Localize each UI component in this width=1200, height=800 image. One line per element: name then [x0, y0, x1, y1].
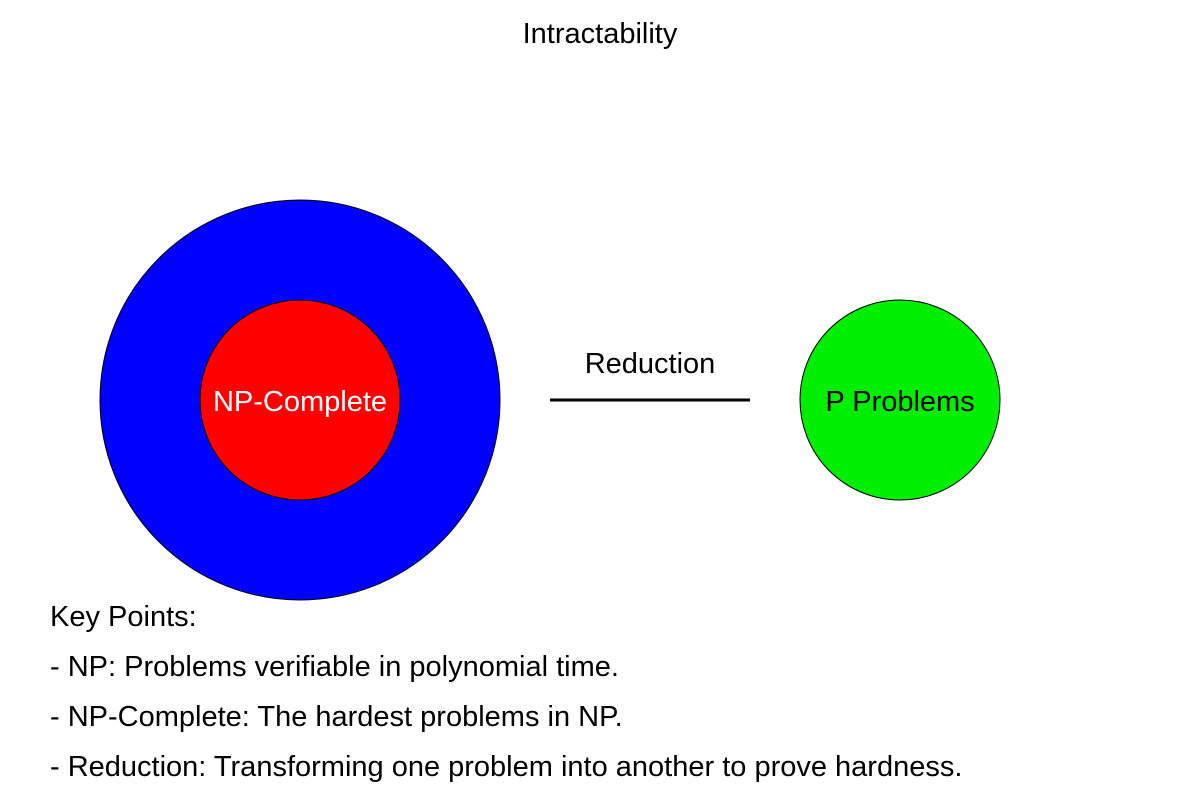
- reduction-label: Reduction: [585, 348, 716, 380]
- key-points: Key Points: - NP: Problems verifiable in…: [50, 592, 1170, 792]
- key-point-np: - NP: Problems verifiable in polynomial …: [50, 651, 619, 683]
- p-problems-circle: [799, 299, 1001, 501]
- np-complete-label: NP-Complete: [213, 386, 387, 418]
- key-point-reduction: - Reduction: Transforming one problem in…: [50, 751, 963, 783]
- key-point-np-complete: - NP-Complete: The hardest problems in N…: [50, 701, 623, 733]
- np-complete-circle: [199, 299, 401, 501]
- diagram-title: Intractability: [523, 18, 678, 50]
- key-points-heading: Key Points:: [50, 601, 197, 633]
- p-problems-label: P Problems: [825, 386, 974, 418]
